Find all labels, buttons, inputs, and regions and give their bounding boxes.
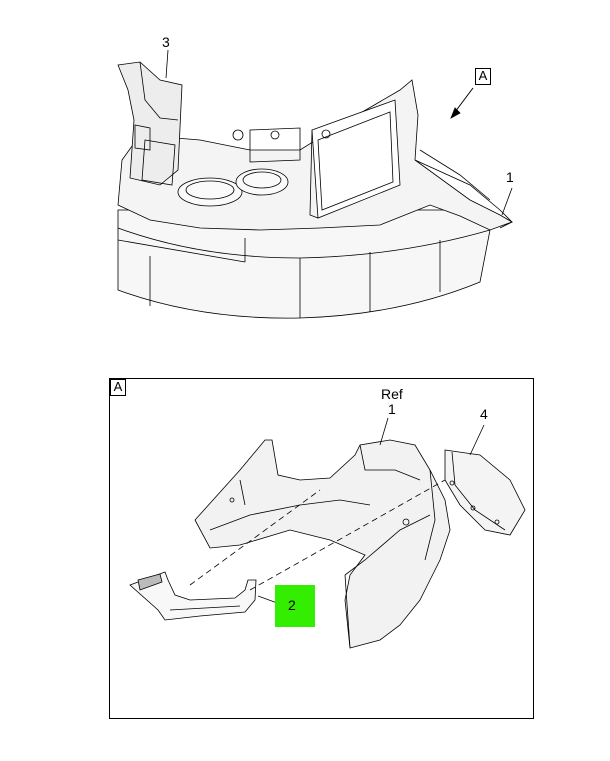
cup-holder-right bbox=[235, 168, 289, 196]
part-1-flange bbox=[414, 159, 513, 229]
detail-frame-flag: A bbox=[110, 379, 126, 396]
detail-part-4 bbox=[444, 449, 526, 536]
detail-callout-2[interactable]: 2 bbox=[288, 597, 296, 613]
cup-holder-left bbox=[177, 177, 243, 207]
detail-callout-1[interactable]: 1 bbox=[388, 401, 396, 417]
view-arrow bbox=[454, 87, 474, 113]
detail-part-2 bbox=[129, 571, 257, 621]
part-3-bracket bbox=[117, 61, 183, 186]
detail-part-1-ref bbox=[194, 439, 451, 649]
callout-1[interactable]: 1 bbox=[506, 169, 514, 185]
detail-view-frame bbox=[109, 378, 534, 719]
ref-label: Ref bbox=[381, 386, 403, 402]
part-2-highlight[interactable] bbox=[275, 585, 315, 627]
right-side-panel bbox=[311, 99, 401, 219]
callout-3[interactable]: 3 bbox=[162, 34, 170, 50]
view-flag-a: A bbox=[475, 68, 491, 85]
detail-callout-4[interactable]: 4 bbox=[480, 406, 488, 422]
